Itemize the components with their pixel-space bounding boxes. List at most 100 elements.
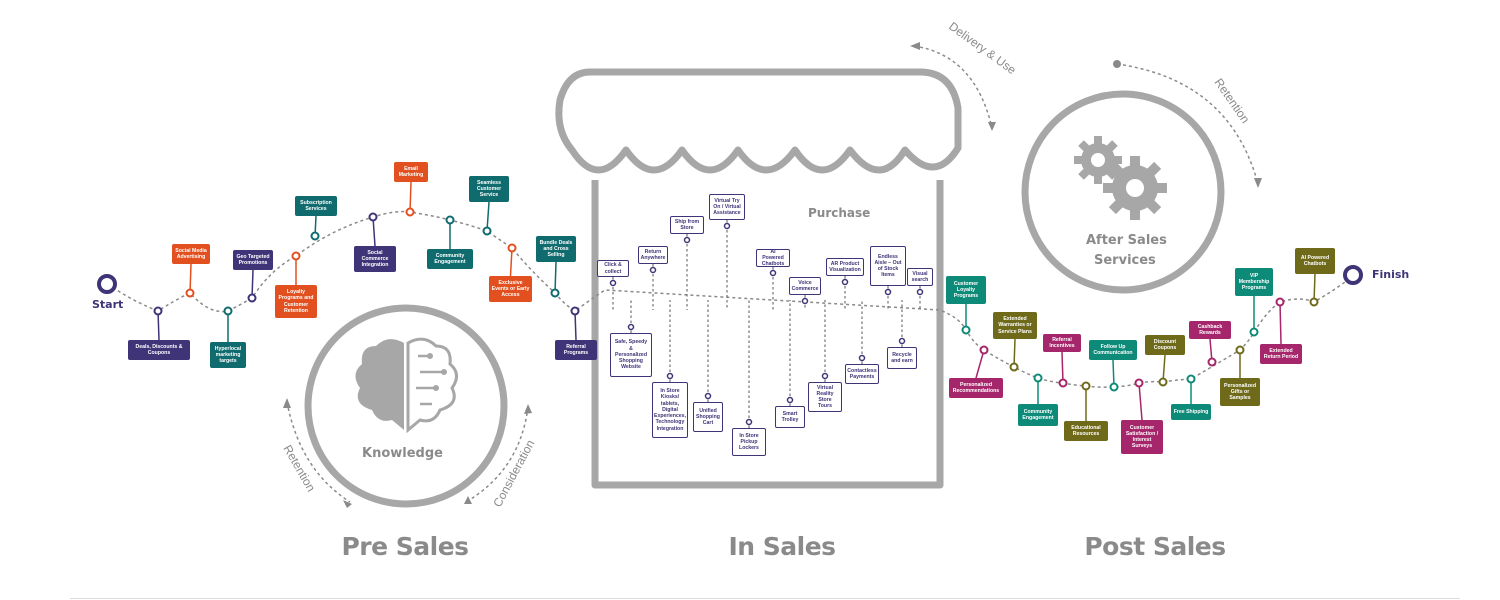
in-sales-box: Safe, Speedy & Personalized Shopping Web… [610,333,652,377]
post-sales-connector [1013,338,1016,368]
post-sales-node [1275,297,1285,307]
purchase-label: Purchase [808,206,871,220]
in-sales-node [769,269,777,277]
in-sales-node [801,297,809,305]
post-sales-tag: Personalized Recommendations [949,378,1003,398]
post-sales-tag: Customer Satisfaction / Interest Surveys [1121,420,1163,454]
in-sales-node [723,222,731,230]
pre-sales-tag: Email Marketing [394,162,428,182]
pre-sales-tag: Loyalty Programs and Customer Retention [275,285,317,318]
brain-icon [355,337,458,434]
post-sales-node [1235,345,1245,355]
post-sales-connector [1112,359,1115,388]
cycle-arrows [286,45,1259,503]
in-sales-box: Visual search [907,268,933,286]
pre-sales-tag: Geo Targeted Promotions [233,250,273,270]
pre-sales-title: Pre Sales [341,532,469,561]
finish-marker-icon [1343,265,1363,285]
in-sales-node [916,288,924,296]
in-sales-box: Return Anywhere [638,246,668,264]
post-sales-connector [1061,351,1064,384]
services-label: Services [1094,253,1156,268]
pre-sales-node [310,231,320,241]
in-sales-box: Virtual Try On / Virtual Assistance [709,194,745,220]
in-sales-box: AR Product Visualization [826,258,864,276]
pre-sales-connector [251,269,254,299]
in-sales-node [841,278,849,286]
delivery-use-label: Delivery & Use [946,19,1019,77]
post-sales-node [1158,377,1168,387]
after-sales-circle [1021,90,1225,294]
post-sales-node [1134,378,1144,388]
post-sales-node [1309,297,1319,307]
pre-sales-node [153,306,163,316]
post-sales-connector [1138,382,1143,421]
pre-sales-connector [409,181,412,213]
post-sales-tag: Discount Coupons [1145,335,1185,355]
in-sales-box: Contactless Payments [845,364,879,384]
post-sales-node [1009,362,1019,372]
journey-path [107,210,1354,388]
post-sales-node [1186,374,1196,384]
in-sales-node [666,372,674,380]
pre-sales-node [507,243,517,253]
pre-sales-node [570,306,580,316]
pre-sales-tag: Social Commerce Integration [354,246,396,272]
in-sales-node [704,392,712,400]
pre-sales-tag: Referral Programs [555,340,597,360]
pre-sales-tag: Social Media Advertising [172,244,210,264]
post-sales-tag: Extended Warranties or Service Plans [993,312,1037,339]
post-sales-connector [1162,354,1166,383]
in-sales-node [786,396,794,404]
in-sales-nodes [609,222,924,426]
after-sales-label: After Sales [1086,233,1167,248]
pre-sales-connector [372,216,376,247]
cycle-arrowheads [283,42,1262,508]
pre-sales-tag: Seamless Customer Service [469,176,509,202]
post-sales-tag: Community Engagement [1018,404,1058,426]
store-awning-icon [555,68,962,489]
post-sales-node [961,325,971,335]
pre-sales-tag: Subscription Services [295,196,337,216]
pre-sales-nodes [153,181,580,342]
post-sales-nodes [961,273,1319,421]
in-sales-box: Endless Aisle – Out of Stock Items [870,246,906,286]
pre-sales-node [368,212,378,222]
pre-sales-connector [189,263,192,294]
in-sales-box: Unified Shopping Cart [693,402,723,432]
post-sales-tag: Cashback Rewards [1189,321,1231,339]
bottom-divider [70,598,1460,599]
pre-sales-connector [486,201,490,232]
in-sales-box: Virtual Reality Store Tours [808,382,842,412]
post-sales-node [1109,382,1119,392]
post-sales-connector [1279,301,1282,345]
post-sales-node [979,345,989,355]
in-sales-node [649,266,657,274]
retention-right-label: Retention [1212,76,1253,126]
post-sales-tag: Referral Incentives [1043,334,1081,352]
post-sales-node [1207,357,1217,367]
pre-sales-connector [157,310,160,341]
in-sales-title: In Sales [728,532,836,561]
post-sales-tag: Personalized Gifts or Samples [1220,378,1260,406]
in-sales-node [609,279,617,287]
in-sales-node [884,288,892,296]
in-sales-box: Click & collect [597,260,629,277]
pre-sales-tag: Bundle Deals and Cross Selling [536,236,576,262]
in-sales-box: In Store Kiosks/ tablets, Digital Experi… [652,382,688,438]
post-sales-tag: Customer Loyalty Programs [946,276,986,304]
post-sales-tag: Extended Return Period [1260,344,1302,364]
post-sales-node [1249,327,1259,337]
post-sales-title: Post Sales [1084,532,1226,561]
knowledge-circle [304,304,508,508]
post-sales-tag: Educational Resources [1064,421,1108,441]
in-sales-node [821,372,829,380]
in-sales-box: In Store Pickup Lockers [732,428,766,456]
pre-sales-node [550,288,560,298]
pre-sales-tag: Exclusive Events or Early Access [489,276,532,302]
retention-left-label: Retention [280,443,318,494]
pre-sales-node [445,215,455,225]
knowledge-label: Knowledge [362,446,443,461]
pre-sales-connector [554,261,557,294]
